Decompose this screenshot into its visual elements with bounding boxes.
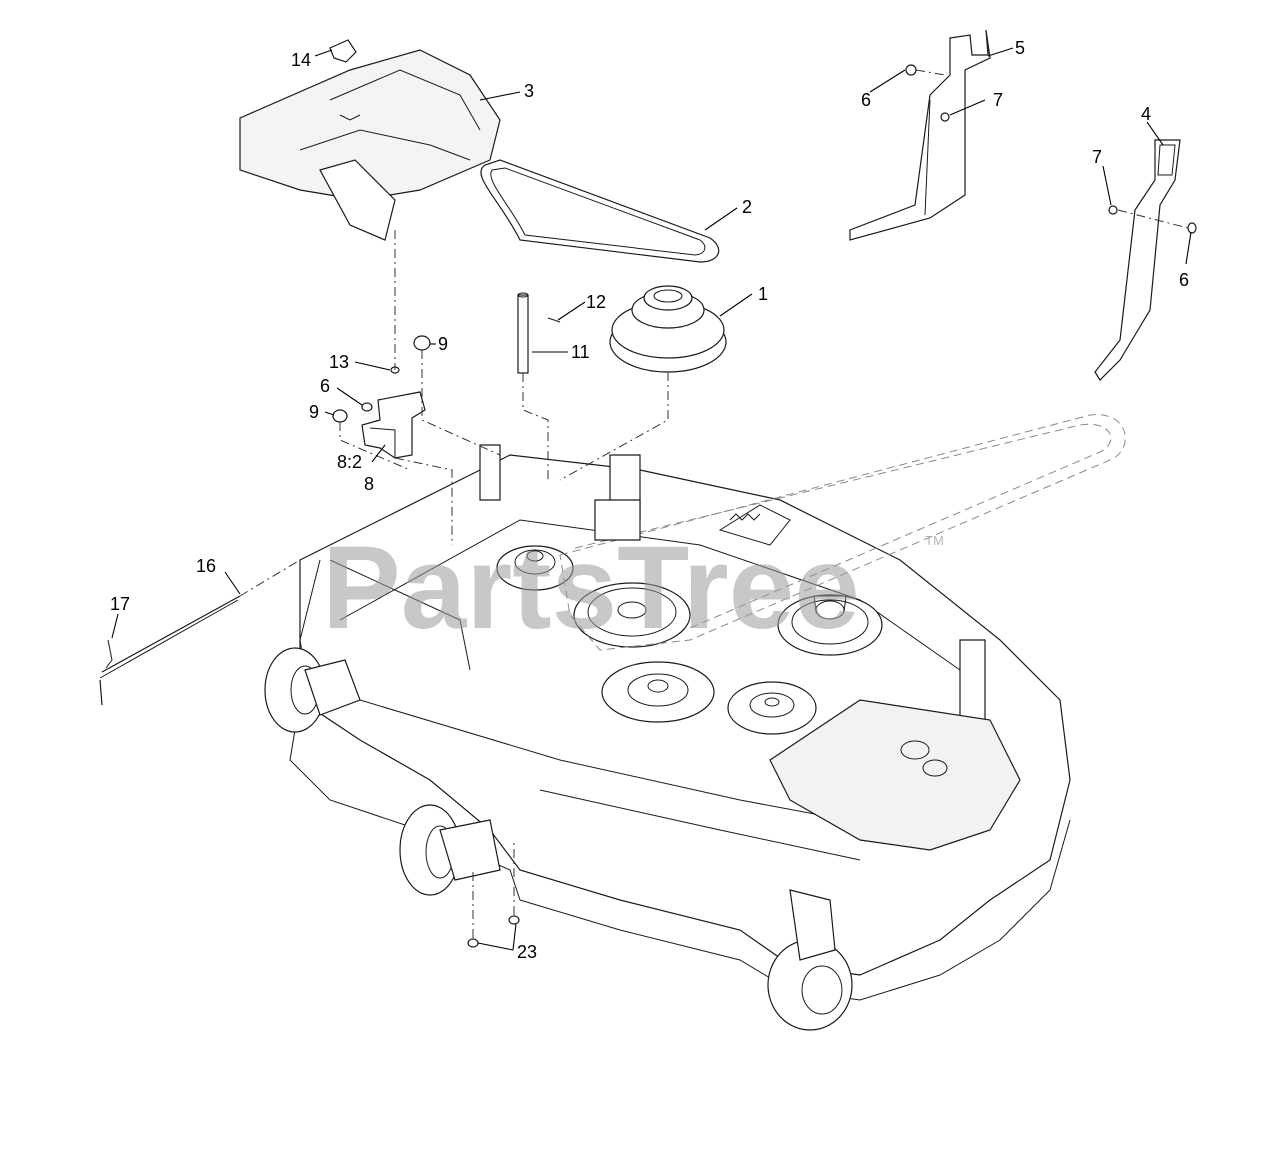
part-12-pin bbox=[547, 317, 561, 323]
idler-pulley-right bbox=[727, 681, 817, 735]
part-7-nut-right bbox=[1108, 205, 1118, 215]
watermark-text: PartsTree bbox=[322, 522, 860, 654]
idler-pulley-left bbox=[601, 661, 715, 723]
part-4-arm bbox=[1094, 139, 1181, 381]
callout-17: 17 bbox=[110, 594, 130, 614]
callout-11: 11 bbox=[571, 342, 590, 362]
part-9-bolt-lower bbox=[332, 409, 348, 423]
part-6-bolt-right bbox=[1187, 222, 1197, 234]
mower-deck bbox=[289, 414, 1126, 1001]
part-1-pulley bbox=[609, 285, 727, 373]
callout-8-2: 8:2 bbox=[337, 452, 362, 472]
part-2-belt bbox=[480, 159, 720, 263]
callout-4: 4 bbox=[1141, 104, 1151, 124]
callout-5: 5 bbox=[1015, 38, 1025, 58]
callout-9-lower: 9 bbox=[309, 402, 319, 422]
leader-lines bbox=[111, 47, 1192, 951]
callout-1: 1 bbox=[758, 284, 768, 304]
part-11-shaft bbox=[517, 292, 529, 374]
callout-labels: 1 2 3 4 5 6 6 6 7 7 8 8:2 9 9 11 12 13 1… bbox=[110, 38, 1189, 962]
part-5-arm bbox=[849, 29, 991, 241]
callout-9-upper: 9 bbox=[438, 334, 448, 354]
callout-6-upper-right: 6 bbox=[861, 90, 871, 110]
callout-14: 14 bbox=[291, 50, 311, 70]
part-23-nut-right bbox=[508, 915, 520, 925]
callout-2: 2 bbox=[742, 197, 752, 217]
caster-wheel-front-left bbox=[399, 804, 501, 896]
part-7-nut-upper bbox=[940, 112, 950, 122]
part-17-clip bbox=[105, 639, 113, 669]
callout-12: 12 bbox=[586, 292, 606, 312]
part-6-bolt-center bbox=[361, 402, 373, 412]
part-14-knob bbox=[329, 39, 357, 63]
watermark-tm: TM bbox=[925, 533, 944, 548]
callout-7-right: 7 bbox=[1092, 147, 1102, 167]
part-6-bolt-upper-right bbox=[905, 64, 917, 76]
spindle-pulley-right bbox=[777, 594, 883, 656]
spindle-pulley-left bbox=[496, 545, 574, 591]
part-16-rod bbox=[99, 595, 241, 706]
part-3-belt-cover bbox=[239, 49, 501, 241]
part-23-nut-left bbox=[467, 938, 479, 948]
watermark: PartsTree TM bbox=[322, 522, 944, 654]
part-9-bolt-upper bbox=[413, 335, 431, 351]
caster-wheel-rear-left bbox=[264, 647, 361, 733]
callout-3: 3 bbox=[524, 81, 534, 101]
callout-7-upper: 7 bbox=[993, 90, 1003, 110]
callout-6-center: 6 bbox=[320, 376, 330, 396]
assembly-lines bbox=[239, 69, 1189, 938]
callout-16: 16 bbox=[196, 556, 216, 576]
callout-8: 8 bbox=[364, 474, 374, 494]
caster-wheel-front-right bbox=[767, 889, 853, 1031]
callout-13: 13 bbox=[329, 352, 349, 372]
part-8-bracket bbox=[361, 391, 426, 459]
spindle-pulley-center bbox=[573, 582, 691, 648]
callout-6-right: 6 bbox=[1179, 270, 1189, 290]
callout-23: 23 bbox=[517, 942, 537, 962]
